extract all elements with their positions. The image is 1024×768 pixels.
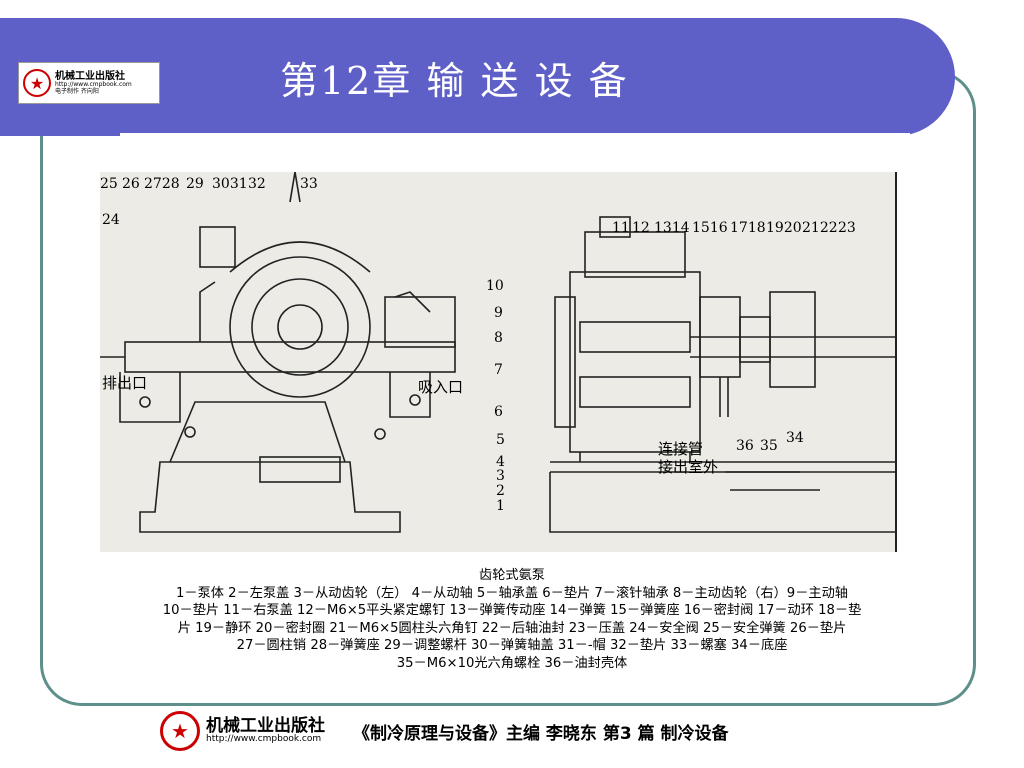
side-number-10: 10: [486, 278, 504, 294]
side-number-1: 1: [496, 498, 505, 514]
caption-line: 片 19－静环 20－密封圈 21－M6×5圆柱头六角钉 22－后轴油封 23－…: [177, 620, 847, 636]
footer-book-info: 《制冷原理与设备》主编 李晓东 第3 篇 制冷设备: [353, 723, 729, 744]
side-number-8: 8: [494, 330, 503, 346]
publisher-logo: ★ 机械工业出版社 http://www.cmpbook.com 电子制作 齐向…: [18, 62, 160, 104]
figure-caption: 齿轮式氨泵 1－泵体 2－左泵盖 3－从动齿轮（左） 4－从动轴 5－轴承盖 6…: [72, 567, 952, 672]
callout-25: 25: [100, 176, 118, 192]
caption-line: 1－泵体 2－左泵盖 3－从动齿轮（左） 4－从动轴 5－轴承盖 6－垫片 7－…: [176, 585, 848, 601]
page-title: 第12章 输 送 设 备: [280, 59, 629, 103]
callout-1718: 1718: [730, 220, 766, 236]
banner-rule: [120, 133, 910, 136]
callout-33: 33: [300, 176, 318, 192]
callout-12: 12: [632, 220, 650, 236]
label-outlet: 排出口: [102, 374, 147, 392]
side-number-7: 7: [494, 362, 503, 378]
label-pipe-2: 接出室外: [658, 458, 718, 476]
callout-2122: 2122: [802, 220, 838, 236]
side-number-6: 6: [494, 404, 503, 420]
side-number-3: 3: [496, 468, 505, 484]
callout-29: 29: [186, 176, 204, 192]
logo-sub: 电子制作 齐向阳: [55, 87, 99, 95]
star-icon: ★: [160, 711, 200, 751]
callout-26: 26: [122, 176, 140, 192]
side-number-5: 5: [496, 432, 505, 448]
callout-3031: 3031: [212, 176, 248, 192]
star-icon: ★: [23, 69, 51, 97]
logo-url: http://www.cmpbook.com: [55, 80, 132, 88]
side-number-2: 2: [496, 483, 505, 499]
pump-diagram: 25 26 2728 29 3031 32 33 24 11 12 1314 1…: [100, 171, 897, 552]
callout-32: 32: [248, 176, 266, 192]
bottom-number-35: 35: [760, 438, 778, 454]
logo-name: 机械工业出版社: [55, 70, 125, 82]
callout-11: 11: [612, 220, 630, 236]
caption-line: 35－M6×10光六角螺栓 36－油封壳体: [396, 655, 628, 671]
callout-1314: 1314: [654, 220, 690, 236]
callout-24: 24: [102, 212, 120, 228]
footer-url: http://www.cmpbook.com: [206, 734, 322, 745]
label-inlet: 吸入口: [418, 378, 463, 396]
callout-23: 23: [838, 220, 856, 236]
callout-1516: 1516: [692, 220, 728, 236]
label-pipe-1: 连接管: [658, 440, 703, 458]
callout-2728: 2728: [144, 176, 180, 192]
side-number-9: 9: [494, 305, 503, 321]
footer-publisher: 机械工业出版社: [206, 715, 325, 736]
footer: ★ 机械工业出版社 http://www.cmpbook.com 《制冷原理与设…: [160, 706, 729, 756]
caption-line: 27－圆柱销 28－弹簧座 29－调整螺杆 30－弹簧轴盖 31－-帽 32－垫…: [236, 638, 788, 653]
bottom-number-36: 36: [736, 438, 754, 454]
caption-line: 10－垫片 11－右泵盖 12－M6×5平头紧定螺钉 13－弹簧传动座 14－弹…: [162, 603, 862, 618]
callout-1920: 1920: [766, 220, 802, 236]
bottom-number-34: 34: [786, 430, 804, 446]
caption-title: 齿轮式氨泵: [479, 568, 545, 583]
side-number-4: 4: [496, 454, 505, 470]
